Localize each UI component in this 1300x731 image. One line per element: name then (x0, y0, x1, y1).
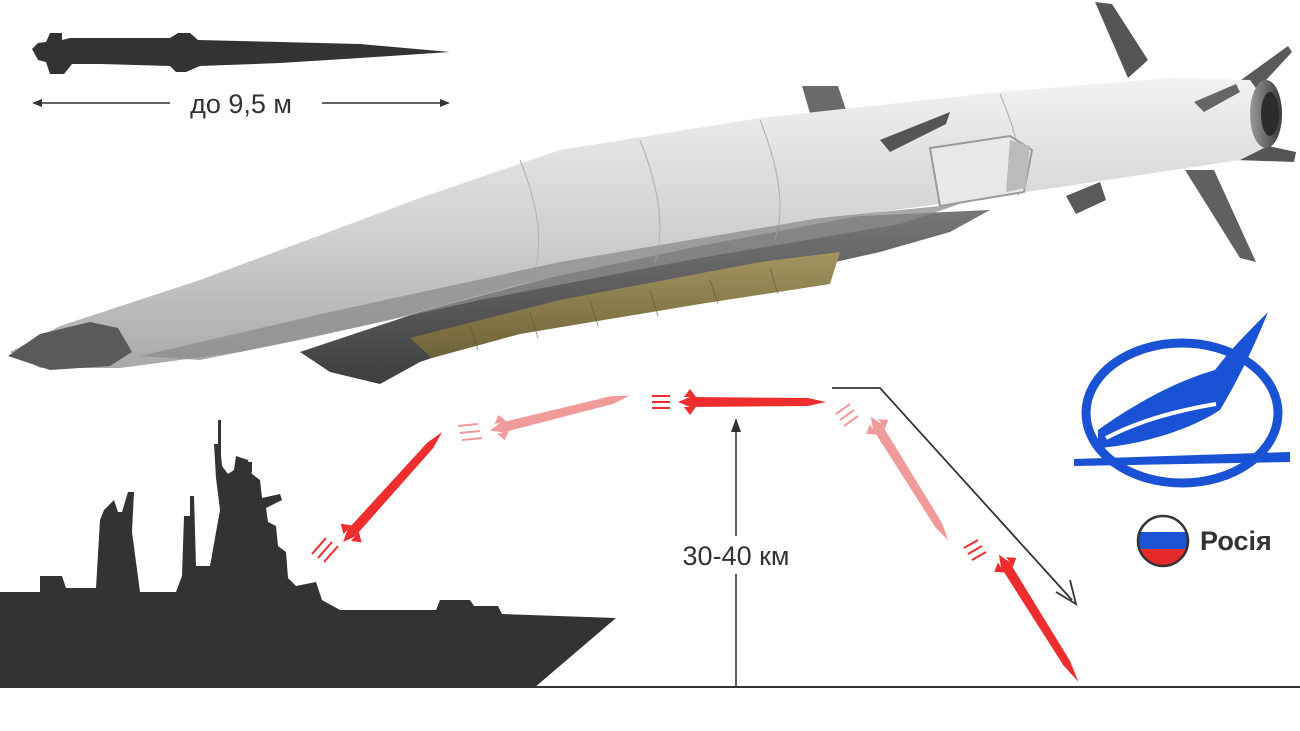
length-label: до 9,5 м (190, 89, 292, 119)
trajectory-missile-terminal (994, 554, 1079, 682)
manufacturer-logo-icon (1074, 312, 1290, 488)
trajectory-missile-descent (866, 416, 949, 541)
thrust-marks (311, 537, 339, 563)
trajectory-missile-launch (340, 432, 443, 543)
altitude-label: 30-40 км (683, 541, 790, 571)
russia-flag-icon (1136, 514, 1190, 568)
trajectory-missile-ascent (490, 395, 630, 441)
missile-render (8, 2, 1296, 384)
descent-arrow (832, 387, 1078, 606)
country-label: Росія (1200, 526, 1272, 556)
altitude-label-bg (664, 536, 808, 574)
trajectory-missile-cruise (678, 389, 826, 415)
length-dimension (32, 99, 450, 107)
trajectory (311, 389, 1079, 682)
missile-silhouette-icon (32, 33, 450, 74)
warship-silhouette-icon (0, 420, 616, 688)
